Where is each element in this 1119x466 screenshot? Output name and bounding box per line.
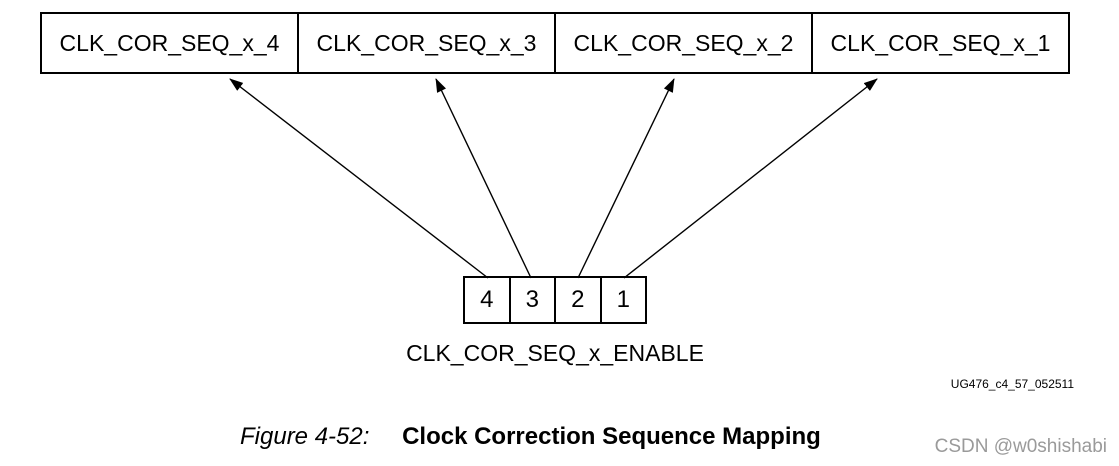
sequence-register-row: CLK_COR_SEQ_x_4 CLK_COR_SEQ_x_3 CLK_COR_… bbox=[40, 12, 1070, 74]
enable-register-label: CLK_COR_SEQ_x_ENABLE bbox=[406, 340, 704, 366]
seq-cell-4: CLK_COR_SEQ_x_4 bbox=[42, 14, 299, 72]
enable-bit-2: 2 bbox=[556, 278, 602, 322]
arrow-bit3-to-seq3 bbox=[435, 78, 532, 279]
figure-caption: Figure 4-52: Clock Correction Sequence M… bbox=[240, 423, 821, 451]
seq-cell-2: CLK_COR_SEQ_x_2 bbox=[556, 14, 813, 72]
seq-cell-1: CLK_COR_SEQ_x_1 bbox=[830, 29, 1051, 56]
enable-bit-4: 4 bbox=[465, 278, 511, 322]
figure-id: UG476_c4_57_052511 bbox=[950, 377, 1074, 391]
enable-bit-1: 1 bbox=[616, 286, 630, 313]
arrow-bit1-to-seq1 bbox=[623, 78, 878, 279]
enable-register-row: 4 3 2 1 bbox=[463, 276, 647, 324]
caption-title: Clock Correction Sequence Mapping bbox=[402, 423, 821, 450]
watermark: CSDN @w0shishabi bbox=[934, 436, 1107, 457]
enable-bit-3: 3 bbox=[511, 278, 556, 322]
arrow-bit4-to-seq4 bbox=[229, 78, 489, 279]
seq-cell-3: CLK_COR_SEQ_x_3 bbox=[299, 14, 556, 72]
caption-number: Figure 4-52: bbox=[240, 423, 370, 450]
arrow-bit2-to-seq2 bbox=[577, 78, 675, 279]
